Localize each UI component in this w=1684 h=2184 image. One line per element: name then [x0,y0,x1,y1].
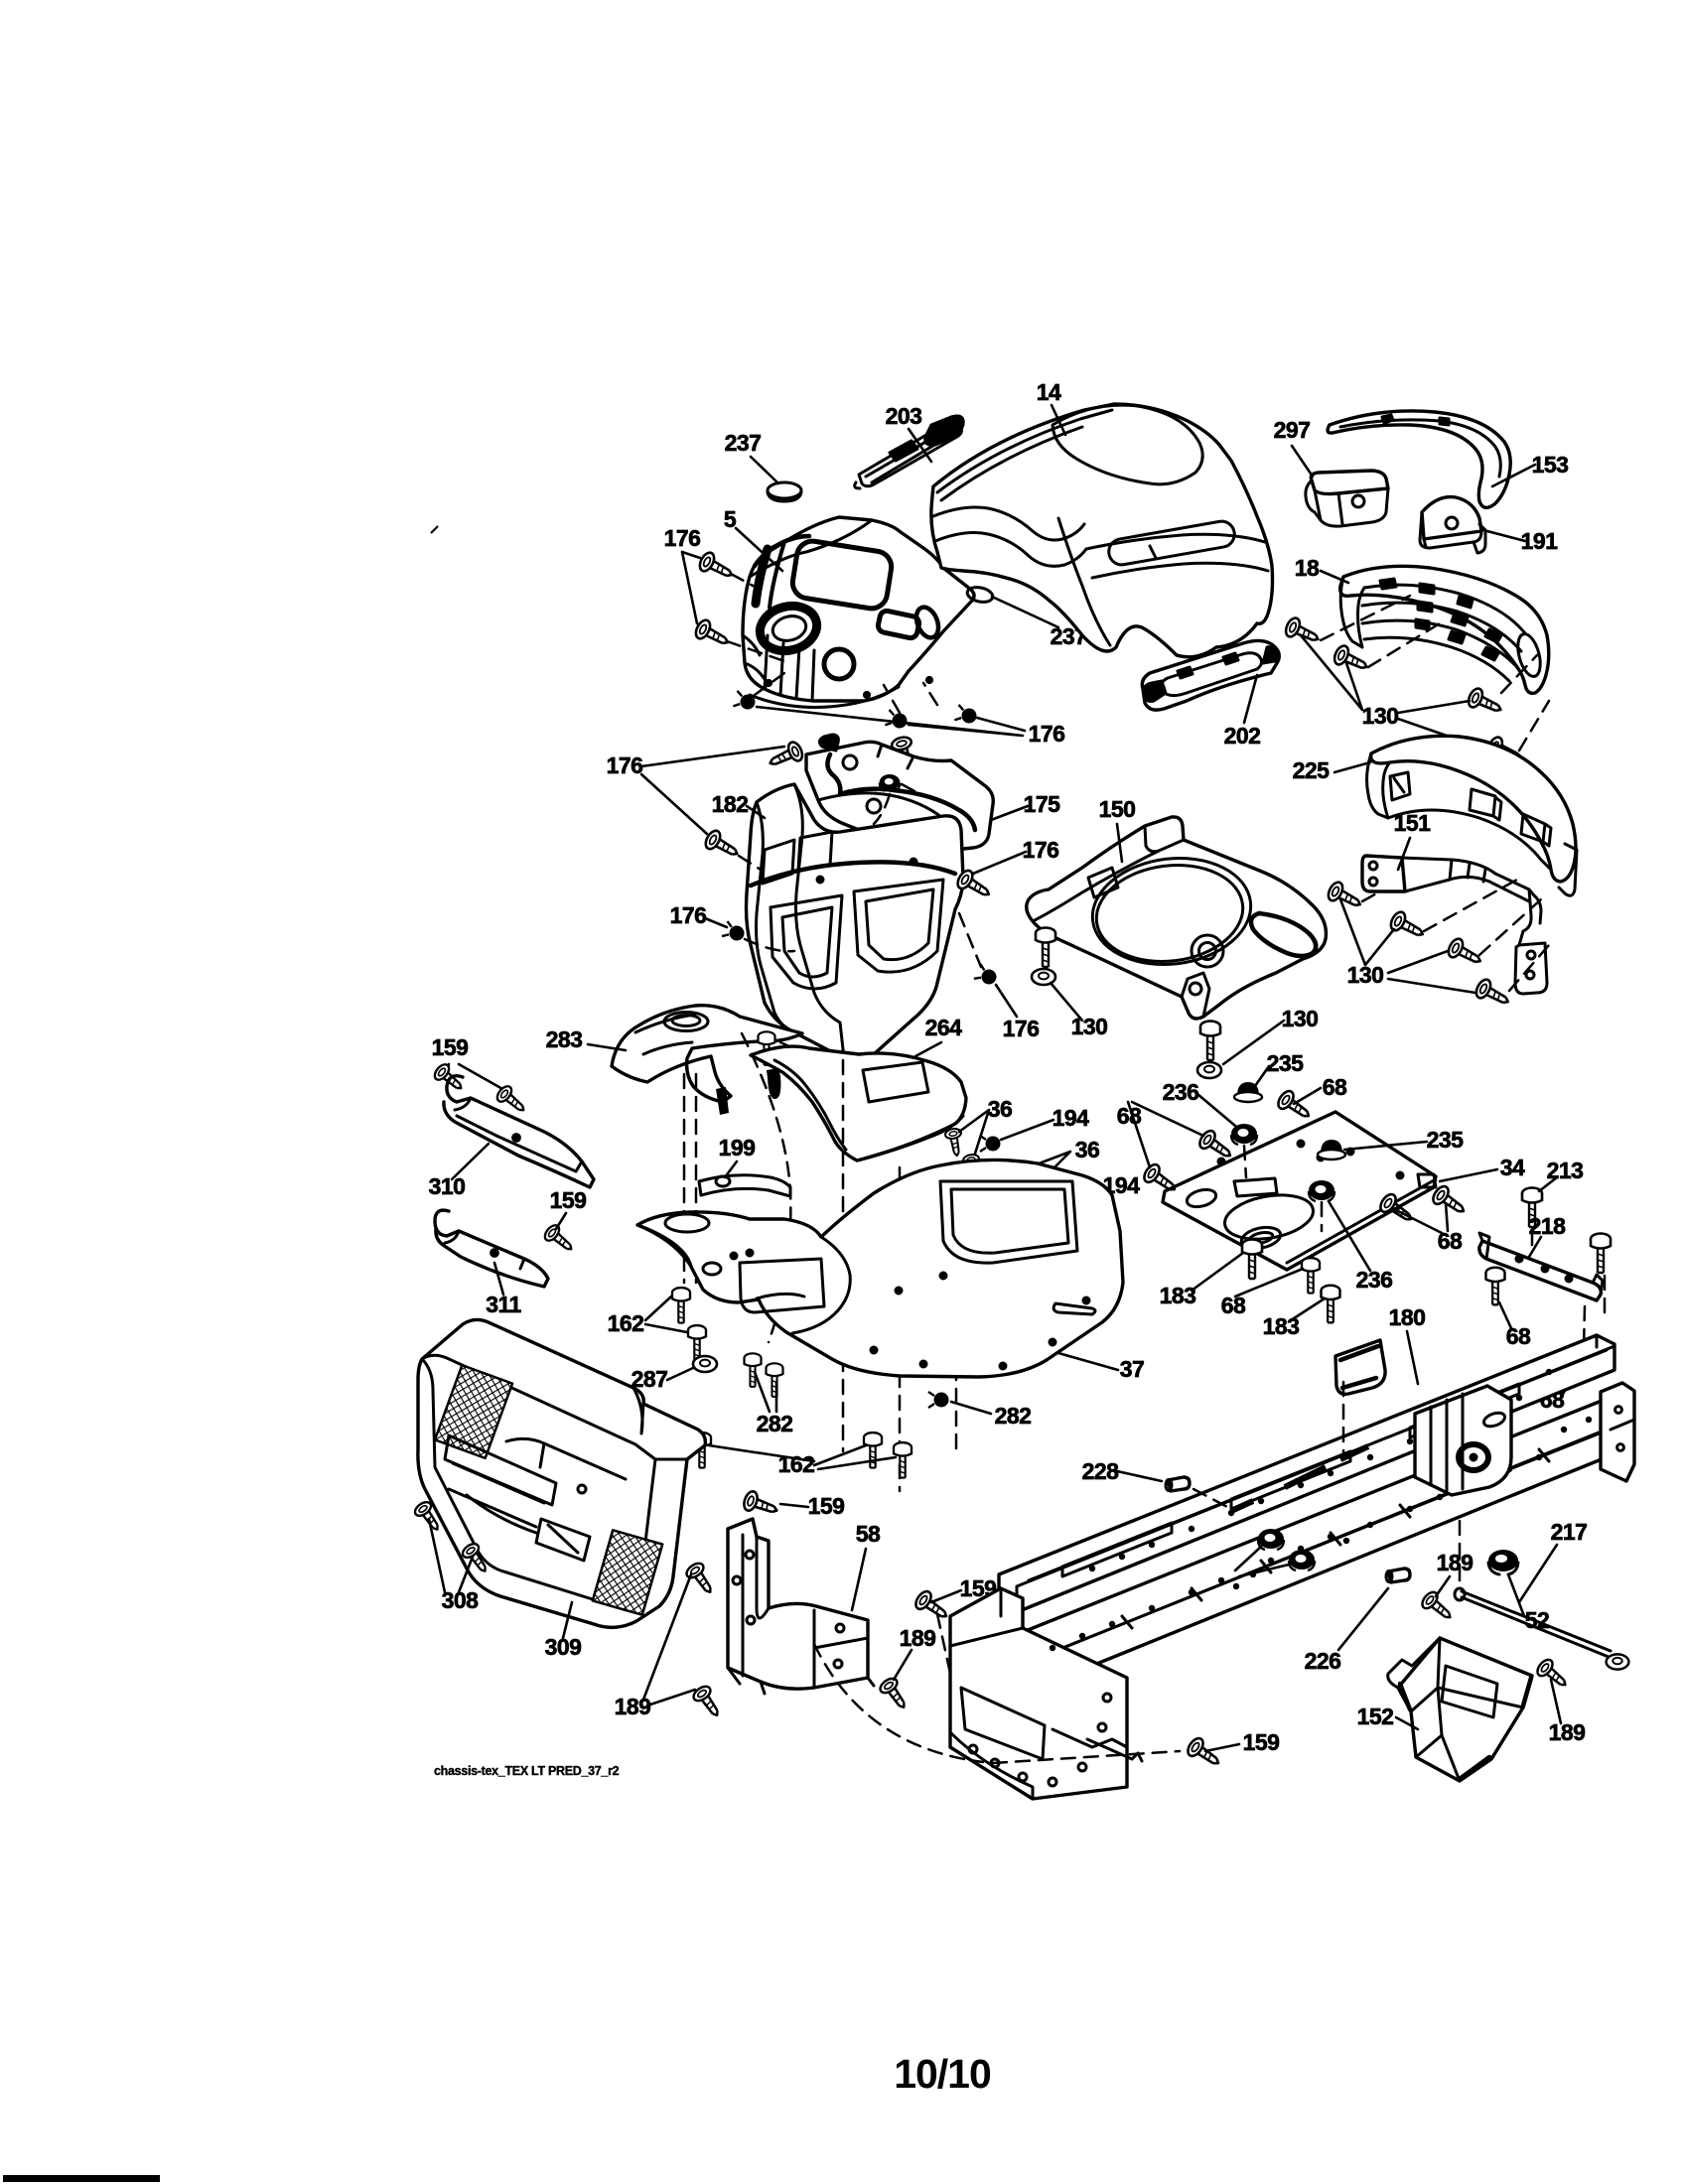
svg-text:176: 176 [1029,721,1065,747]
svg-text:36: 36 [1075,1137,1100,1162]
svg-text:58: 58 [856,1521,881,1547]
svg-text:176: 176 [607,752,643,778]
svg-text:236: 236 [1356,1267,1393,1293]
svg-text:176: 176 [1023,837,1059,863]
svg-text:282: 282 [995,1403,1032,1429]
svg-text:236: 236 [1163,1079,1199,1105]
svg-text:159: 159 [1243,1729,1280,1755]
svg-text:189: 189 [1549,1719,1586,1745]
svg-text:182: 182 [712,791,749,817]
svg-text:14: 14 [1037,379,1061,405]
svg-text:264: 264 [925,1015,963,1040]
svg-text:130: 130 [1071,1014,1108,1039]
svg-text:176: 176 [670,902,707,928]
svg-text:282: 282 [757,1411,793,1436]
svg-text:283: 283 [546,1026,583,1052]
svg-text:176: 176 [664,525,701,551]
svg-text:310: 310 [429,1173,466,1199]
svg-text:213: 213 [1547,1158,1584,1183]
svg-text:36: 36 [988,1096,1013,1122]
svg-text:194: 194 [1052,1105,1090,1131]
svg-text:202: 202 [1224,723,1261,749]
svg-text:159: 159 [808,1493,845,1519]
svg-text:199: 199 [719,1135,756,1160]
svg-text:159: 159 [432,1034,469,1060]
svg-text:162: 162 [778,1451,815,1477]
svg-text:175: 175 [1024,791,1061,817]
svg-text:191: 191 [1521,528,1559,554]
svg-text:189: 189 [1437,1550,1474,1575]
svg-text:68: 68 [1323,1074,1347,1100]
svg-text:153: 153 [1532,452,1569,478]
svg-text:150: 150 [1099,796,1136,822]
svg-text:297: 297 [1274,417,1311,443]
svg-text:235: 235 [1267,1050,1305,1076]
svg-text:225: 225 [1293,757,1331,783]
svg-text:34: 34 [1500,1155,1525,1180]
svg-text:183: 183 [1160,1283,1196,1308]
svg-text:226: 226 [1305,1648,1341,1674]
svg-text:130: 130 [1347,962,1384,988]
svg-text:287: 287 [632,1366,668,1392]
svg-text:68: 68 [1221,1293,1246,1318]
svg-text:130: 130 [1362,703,1399,729]
svg-text:159: 159 [550,1187,587,1213]
svg-text:162: 162 [608,1310,644,1336]
svg-text:235: 235 [1427,1127,1465,1153]
svg-text:180: 180 [1389,1304,1426,1330]
svg-text:chassis-tex_TEX LT PRED_37_r2: chassis-tex_TEX LT PRED_37_r2 [434,1764,620,1778]
svg-text:37: 37 [1120,1356,1145,1382]
svg-text:152: 152 [1357,1704,1394,1729]
svg-text:10/10: 10/10 [894,2051,991,2097]
svg-text:130: 130 [1282,1006,1319,1031]
svg-text:18: 18 [1295,555,1320,581]
svg-text:228: 228 [1082,1458,1120,1484]
svg-text:203: 203 [886,403,922,429]
svg-text:176: 176 [1003,1016,1040,1041]
svg-text:217: 217 [1551,1519,1588,1545]
svg-text:189: 189 [900,1625,936,1651]
svg-text:311: 311 [486,1292,521,1317]
svg-text:237: 237 [725,430,762,456]
svg-text:5: 5 [724,506,737,532]
